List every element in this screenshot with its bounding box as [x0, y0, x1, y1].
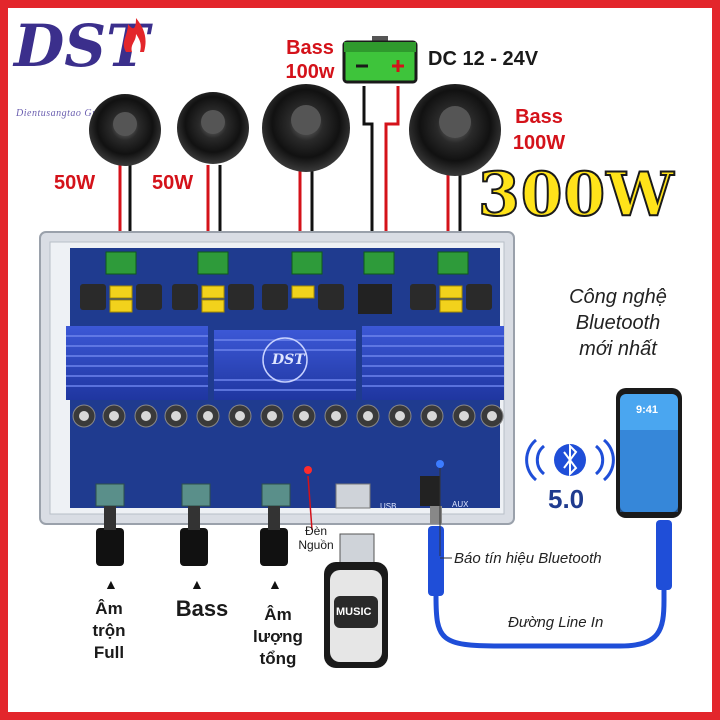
knob3-line1: Âm [264, 605, 292, 624]
speaker-50w-label-1: 50W [54, 172, 96, 194]
speaker-50w-label-2: 50W [152, 172, 194, 194]
board-brand: DST [272, 352, 305, 368]
headline-300w: 300W [477, 159, 675, 231]
knob1-line2: trộn [92, 621, 126, 640]
dongle-label: MUSIC [336, 606, 372, 618]
knob2-label: Bass [175, 596, 229, 621]
knob3-arrow: ▲ [268, 576, 282, 592]
knob1-arrow: ▲ [104, 576, 118, 592]
power-led-line1: Đèn [304, 524, 327, 538]
knob3-line3: tổng [259, 649, 297, 668]
bluetooth-feature: Công nghệ Bluetooth mới nhất [552, 284, 684, 362]
bass-right-line1: Bass [515, 106, 563, 128]
usb-label: USB [380, 502, 397, 511]
power-led-label: Đèn Nguồn [296, 524, 336, 552]
aux-label: AUX [452, 500, 469, 509]
speaker-icon-4 [409, 84, 501, 176]
knob1-line1: Âm [95, 599, 123, 618]
knob1-label: Âm trộn Full [78, 598, 140, 664]
feature-line3: mới nhất [579, 338, 657, 360]
speaker-icon-1 [89, 94, 161, 166]
bluetooth-version: 5.0 [548, 484, 585, 514]
knob3-line2: lượng [253, 627, 303, 646]
bluetooth-signal-label: Báo tín hiệu Bluetooth [454, 550, 602, 567]
feature-line2: Bluetooth [575, 312, 661, 334]
speaker-icon-2 [177, 92, 249, 164]
line-in-label: Đường Line In [508, 614, 604, 631]
power-led-line2: Nguồn [298, 538, 334, 552]
speaker-icon-3 [262, 84, 350, 172]
battery-icon [342, 36, 418, 84]
bass-right-line2: 100W [512, 132, 566, 154]
bass-top-line1: Bass [286, 37, 334, 59]
knob1-line3: Full [93, 643, 125, 662]
flame-icon [123, 18, 146, 52]
bass-top-label: Bass 100w [270, 36, 350, 84]
feature-line1: Công nghệ [569, 286, 667, 308]
logo-subtitle: Dientusangtao Group [16, 108, 113, 119]
knob2-arrow: ▲ [190, 576, 204, 592]
knob3-label: Âm lượng tổng [240, 604, 316, 670]
bass-right-label: Bass 100W [504, 104, 574, 156]
bass-top-line2: 100w [285, 61, 335, 83]
power-label: DC 12 - 24V [428, 48, 539, 70]
bluetooth-icon [525, 438, 615, 482]
phone-time: 9:41 [636, 404, 659, 416]
